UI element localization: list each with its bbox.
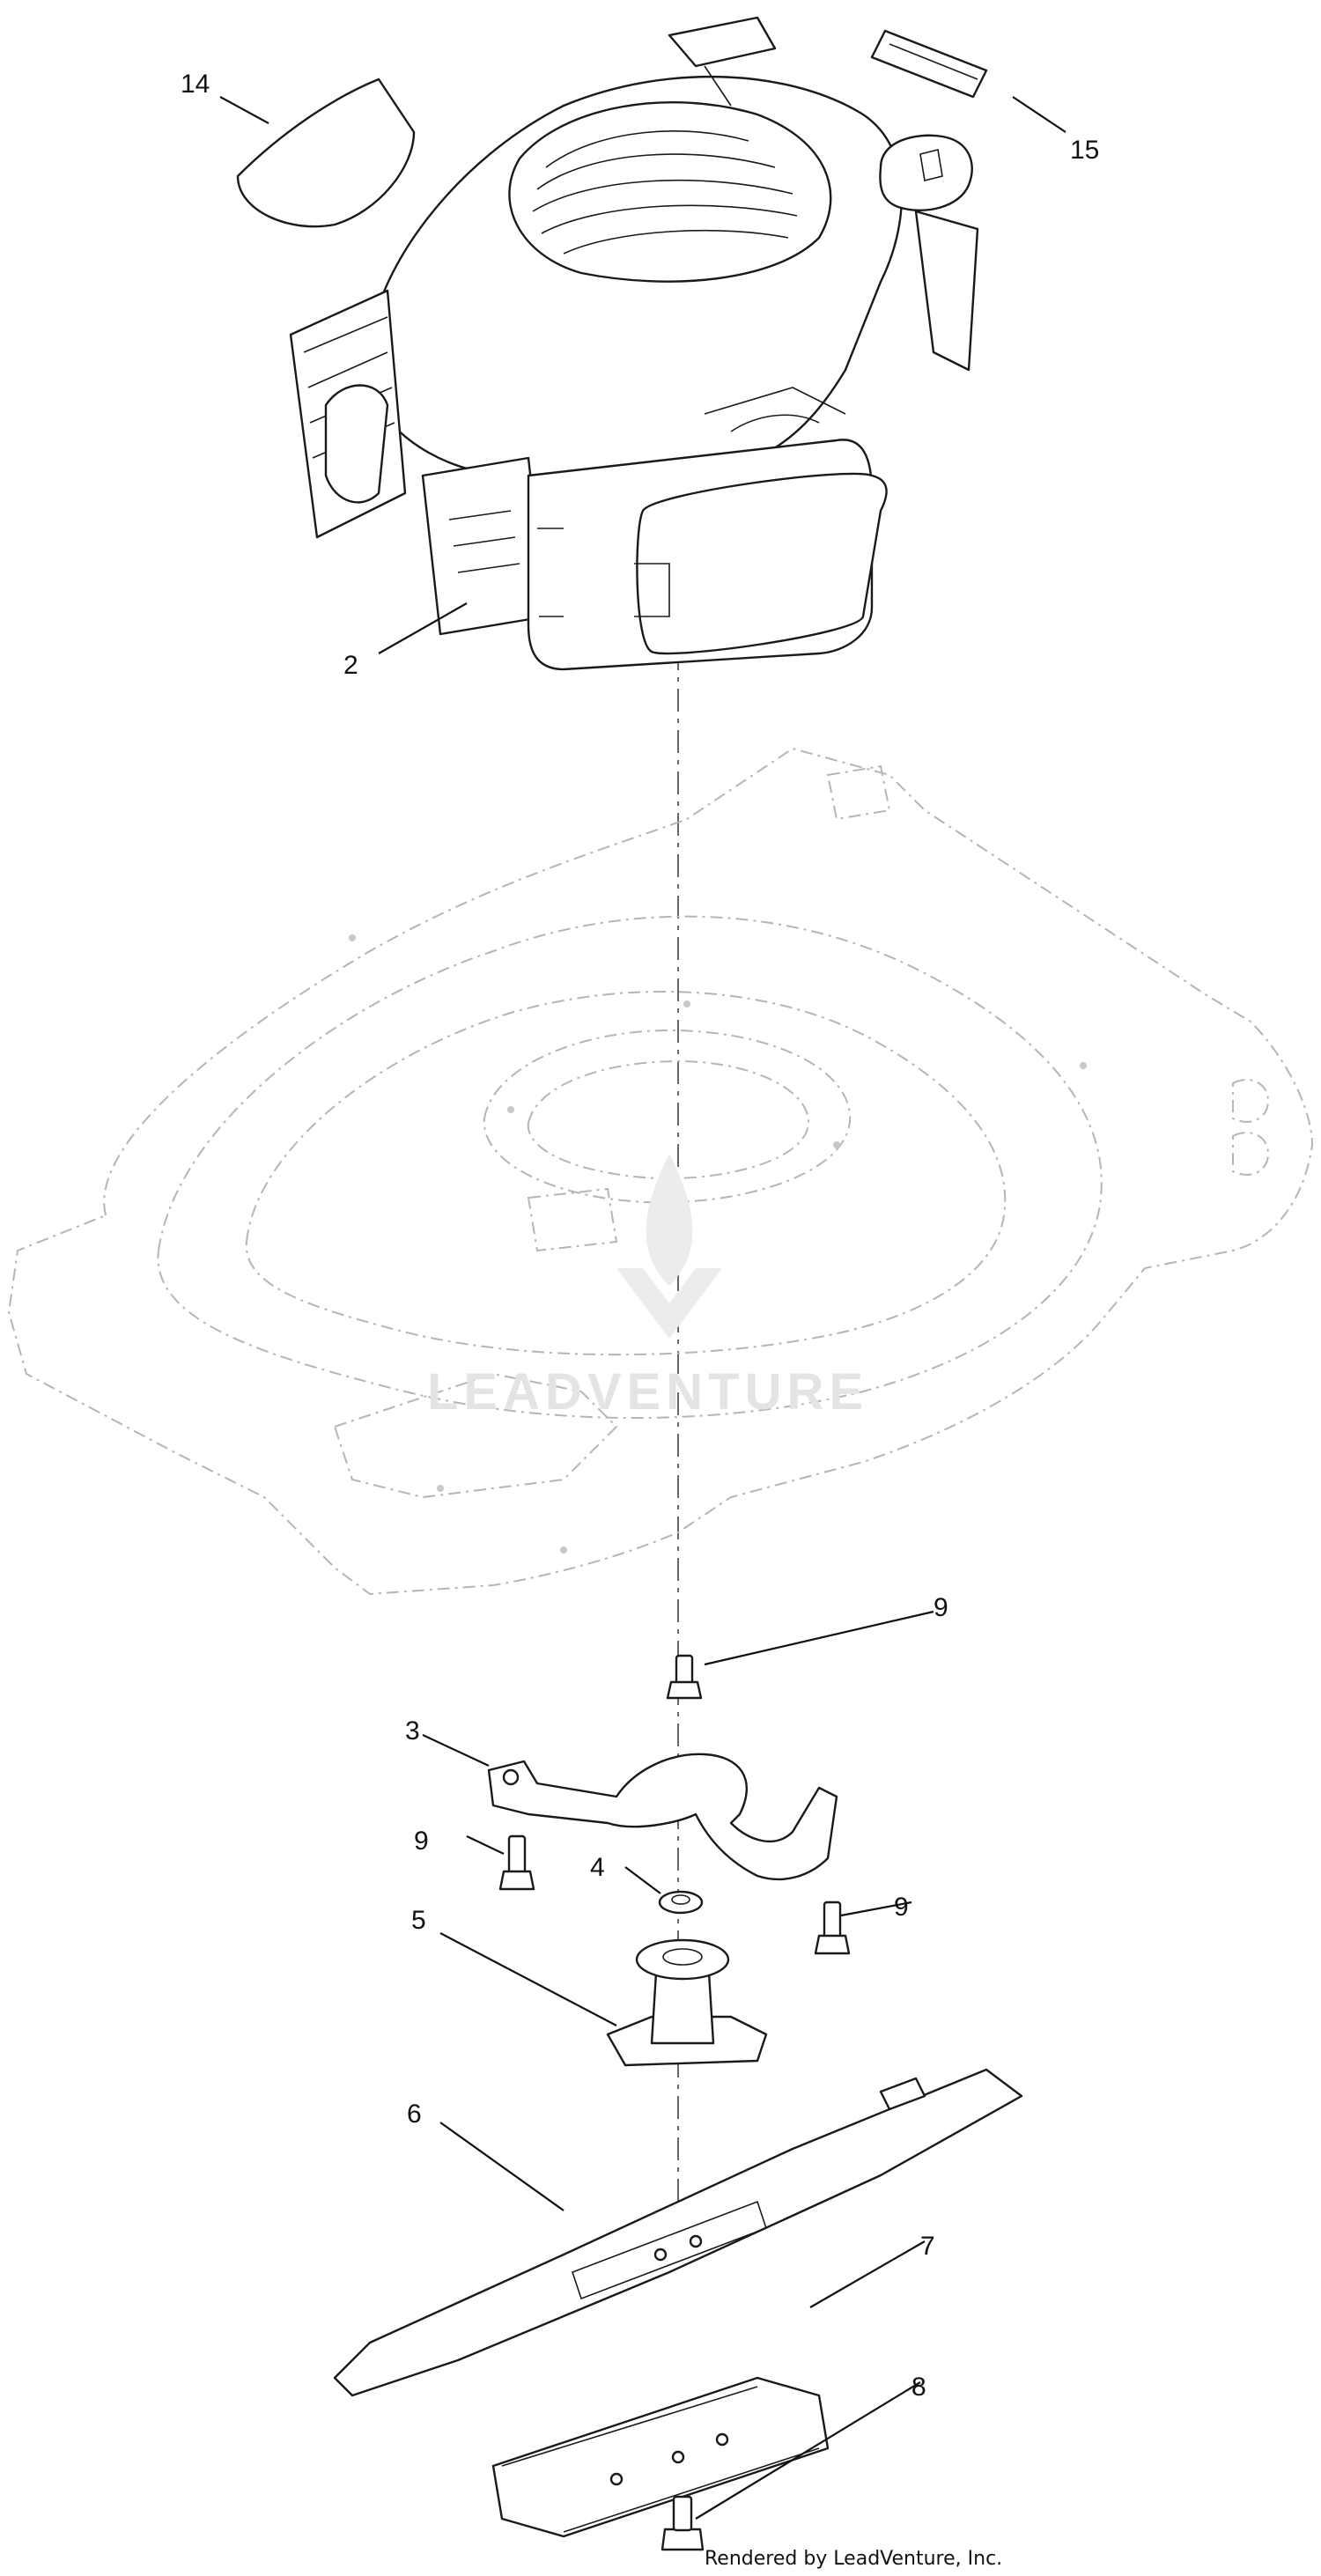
callout-5: 5 [411, 1906, 426, 1935]
callout-6: 6 [407, 2100, 422, 2129]
part-9-bolt-right [814, 1901, 851, 1955]
callout-7: 7 [920, 2232, 935, 2261]
callout-3: 3 [405, 1716, 420, 1746]
leader-lines [219, 96, 1066, 2520]
callout-4: 4 [590, 1853, 605, 1882]
engine-assembly [289, 16, 979, 671]
watermark-text: LEADVENTURE [427, 1363, 868, 1421]
part-8-blade-bolt [660, 2495, 705, 2551]
part-9-bolt-upper [666, 1654, 703, 1700]
callout-8: 8 [911, 2373, 926, 2402]
part-6-mower-blade [333, 2068, 1023, 2397]
part-3-bracket-hole [502, 1768, 520, 1786]
callout-9-right: 9 [894, 1893, 909, 1922]
part-5-blade-adapter [606, 1938, 768, 2067]
callout-14: 14 [181, 70, 210, 99]
part-7-blade-stiffener [491, 2376, 830, 2538]
callout-9-left: 9 [414, 1827, 429, 1856]
part-15-label-decal [870, 29, 988, 99]
part-14-shroud-decal [236, 78, 416, 228]
part-4-washer [658, 1890, 704, 1915]
callout-15: 15 [1070, 136, 1099, 165]
callout-9-upper: 9 [934, 1593, 948, 1622]
callout-2: 2 [343, 651, 358, 680]
part-3-mounting-bracket [487, 1753, 838, 1881]
render-credit: Rendered by LeadVenture, Inc. [705, 2548, 1002, 2570]
leadventure-watermark: LEADVENTURE [427, 1154, 868, 1421]
part-9-bolt-left [498, 1834, 535, 1891]
mower-deck-phantom [7, 747, 1314, 1596]
